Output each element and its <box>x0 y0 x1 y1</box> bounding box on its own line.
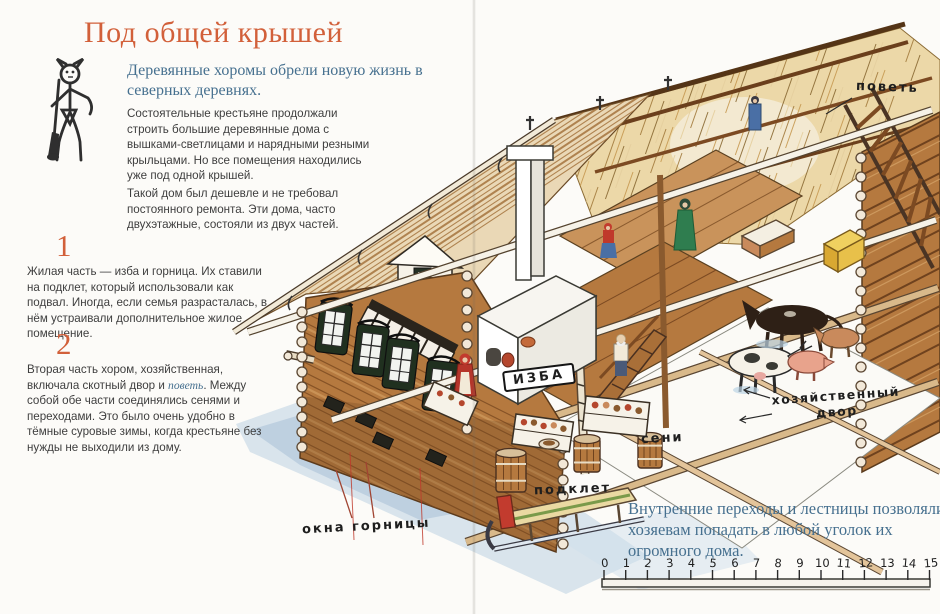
svg-text:0: 0 <box>600 556 609 571</box>
svg-text:12: 12 <box>858 555 874 570</box>
term-povet: поветь <box>168 378 204 392</box>
svg-text:8: 8 <box>774 556 783 571</box>
page-fold <box>472 0 476 614</box>
chest-yellow <box>822 229 866 274</box>
svg-text:2: 2 <box>644 556 653 571</box>
svg-text:14: 14 <box>901 555 917 570</box>
animal-calf <box>813 326 860 359</box>
section-number-2: 2 <box>56 326 72 361</box>
leader-lines <box>335 97 853 519</box>
svg-text:13: 13 <box>880 556 895 570</box>
svg-text:6: 6 <box>731 556 740 571</box>
podklet-windows <box>322 395 448 468</box>
section-number-1: 1 <box>56 228 72 263</box>
folk-hunter-icon <box>47 58 93 162</box>
lead-paragraph: Деревянные хоромы обрели новую жизнь в с… <box>127 62 423 100</box>
svg-text:5: 5 <box>709 556 718 571</box>
svg-text:1: 1 <box>623 556 630 570</box>
trough <box>740 219 796 260</box>
page-title: Под общей крышей <box>84 16 344 49</box>
svg-text:9: 9 <box>796 556 805 571</box>
svg-text:10: 10 <box>815 556 830 570</box>
puddle <box>756 339 788 349</box>
svg-text:11: 11 <box>836 555 852 570</box>
figure-woman-red <box>453 353 477 397</box>
animal-pig <box>787 350 836 381</box>
section-1-text: Жилая часть — изба и горница. Их ставили… <box>27 265 267 341</box>
svg-text:4: 4 <box>688 556 695 570</box>
section-2-after: . Между собой обе части соединялись сеня… <box>27 378 262 454</box>
svg-text:3: 3 <box>666 556 675 571</box>
paragraph-2: Такой дом был дешевле и не требовал пост… <box>127 187 339 232</box>
barrels <box>495 431 663 493</box>
svg-text:15: 15 <box>923 555 939 570</box>
closing-caption: Внутренние переходы и лестницы позволяли… <box>628 499 940 561</box>
label-podklet: подклет <box>533 480 612 499</box>
section-2-text: Вторая часть хором, хозяйственная, включ… <box>27 362 275 455</box>
crate-produce-2 <box>581 395 651 438</box>
courtyard-floor <box>551 307 940 549</box>
crate-produce-3 <box>422 381 479 427</box>
label-seni: сени <box>640 429 684 448</box>
label-povet: поветь <box>855 78 919 97</box>
paragraph-1: Состоятельные крестьяне продолжали строи… <box>127 107 370 183</box>
figure-woman-green <box>673 198 697 251</box>
svg-text:7: 7 <box>753 556 760 570</box>
section-2-before: Вторая часть хором, хозяйственная, включ… <box>27 363 224 392</box>
ridge-finials <box>526 76 672 130</box>
figure-woman-upper <box>600 223 617 258</box>
figure-blue-loft <box>748 96 762 131</box>
sled <box>485 487 645 552</box>
figure-old-man <box>613 334 629 376</box>
ornate-windows <box>314 297 461 414</box>
red-threads <box>349 451 424 546</box>
bowl <box>538 438 560 450</box>
